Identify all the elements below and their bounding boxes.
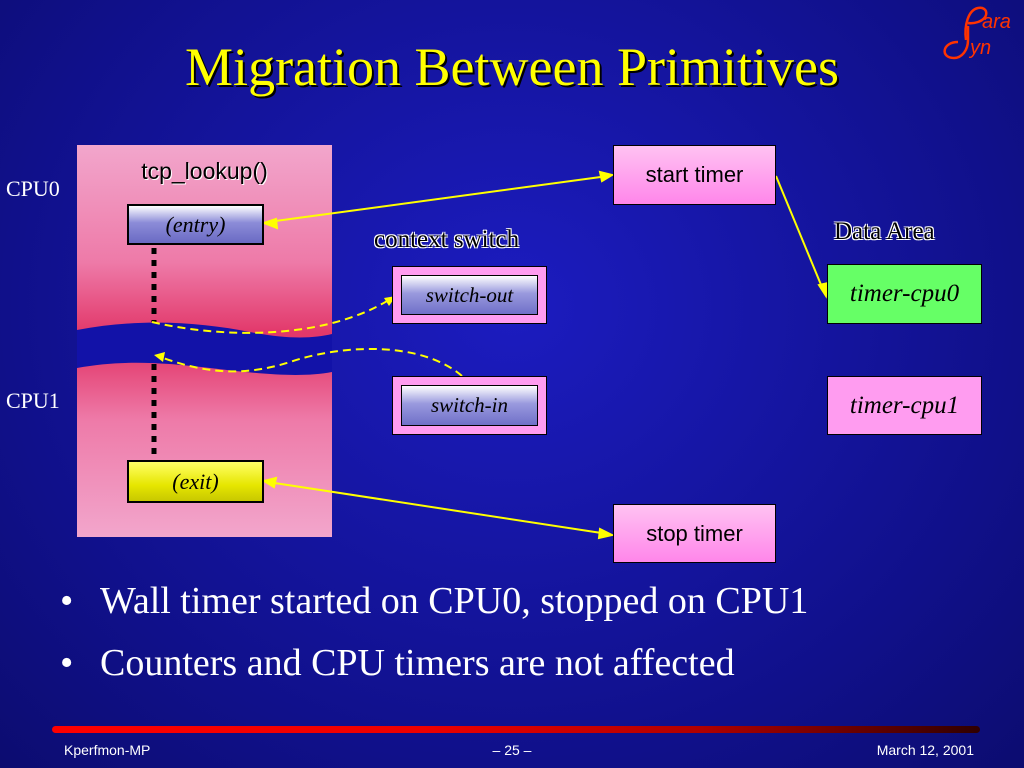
arrowhead-switch-in [154,352,165,362]
bullet-item: Wall timer started on CPU0, stopped on C… [60,570,808,632]
logo-text-bottom: yn [968,37,991,59]
footer-date: March 12, 2001 [876,742,974,758]
arrow-entry-start-timer [267,175,609,223]
footer-page-number: – 25 – [492,742,532,758]
stop-timer-box: stop timer [613,504,776,563]
timer-cpu0-box: timer-cpu0 [827,264,982,324]
arrow-start-timer-cpu0 [775,175,825,293]
exit-box: (exit) [127,460,264,503]
arrow-exit-stop-timer [267,481,609,535]
cpu0-label: CPU0 [6,176,60,201]
context-switch-label: context switch [374,226,520,253]
paradyn-logo-graphic: ara yn [943,6,1011,60]
dashed-arrow-switch-out [151,297,393,334]
footer-left: Kperfmon-MP [64,742,151,758]
switch-in-frame: switch-in [392,376,547,435]
bullet-list: Wall timer started on CPU0, stopped on C… [60,570,808,694]
arrowhead-stop-timer [597,527,615,540]
bullet-item: Counters and CPU timers are not affected [60,632,808,694]
context-switch-gap [77,322,332,375]
tcp-lookup-label: tcp_lookup() [141,158,268,184]
footer-bar [52,726,980,733]
logo-text-top: ara [982,11,1011,33]
slide-title: Migration Between Primitives [185,37,839,97]
start-timer-box: start timer [613,145,776,205]
switch-out-box: switch-out [401,275,538,315]
arrowhead-exit [261,476,278,489]
arrowhead-start-timer [598,170,615,183]
arrowhead-entry [261,217,279,230]
data-area-label: Data Area [834,218,935,245]
timer-cpu1-box: timer-cpu1 [827,376,982,435]
switch-out-frame: switch-out [392,266,547,324]
switch-in-box: switch-in [401,385,538,426]
entry-box: (entry) [127,204,264,245]
paradyn-logo: ara yn [938,2,1022,62]
cpu1-label: CPU1 [6,388,60,413]
